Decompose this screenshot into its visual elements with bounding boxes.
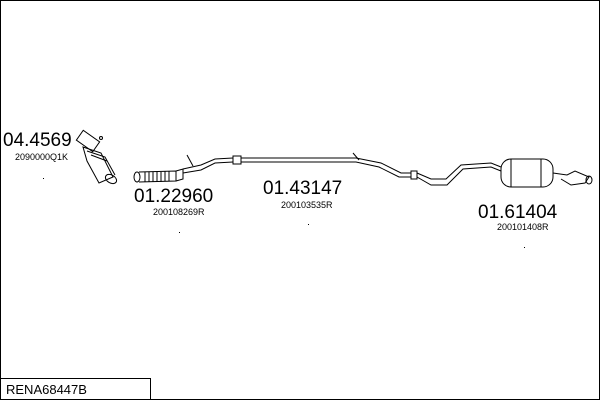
leader-dot xyxy=(43,178,44,179)
leader-dot xyxy=(524,247,525,248)
oem-number-catalyst: 2090000Q1K xyxy=(15,152,69,162)
leader-dot xyxy=(308,224,309,225)
middle-pipe-part xyxy=(182,152,418,180)
front-flex-pipe-part xyxy=(133,168,184,183)
oem-number-flex-pipe: 200108269R xyxy=(153,207,205,217)
part-number-catalyst: 04.4569 xyxy=(3,130,72,151)
part-number-flex-pipe: 01.22960 xyxy=(134,186,214,207)
reference-label: RENA68447B xyxy=(1,378,151,399)
leader-dot xyxy=(179,232,180,233)
part-number-middle-pipe: 01.43147 xyxy=(263,178,343,199)
catalytic-converter-part xyxy=(75,129,118,185)
oem-number-middle-pipe: 200103535R xyxy=(281,200,333,210)
part-number-rear-silencer: 01.61404 xyxy=(478,202,558,223)
oem-number-rear-silencer: 200101408R xyxy=(497,222,549,232)
rear-silencer-part xyxy=(416,158,593,188)
